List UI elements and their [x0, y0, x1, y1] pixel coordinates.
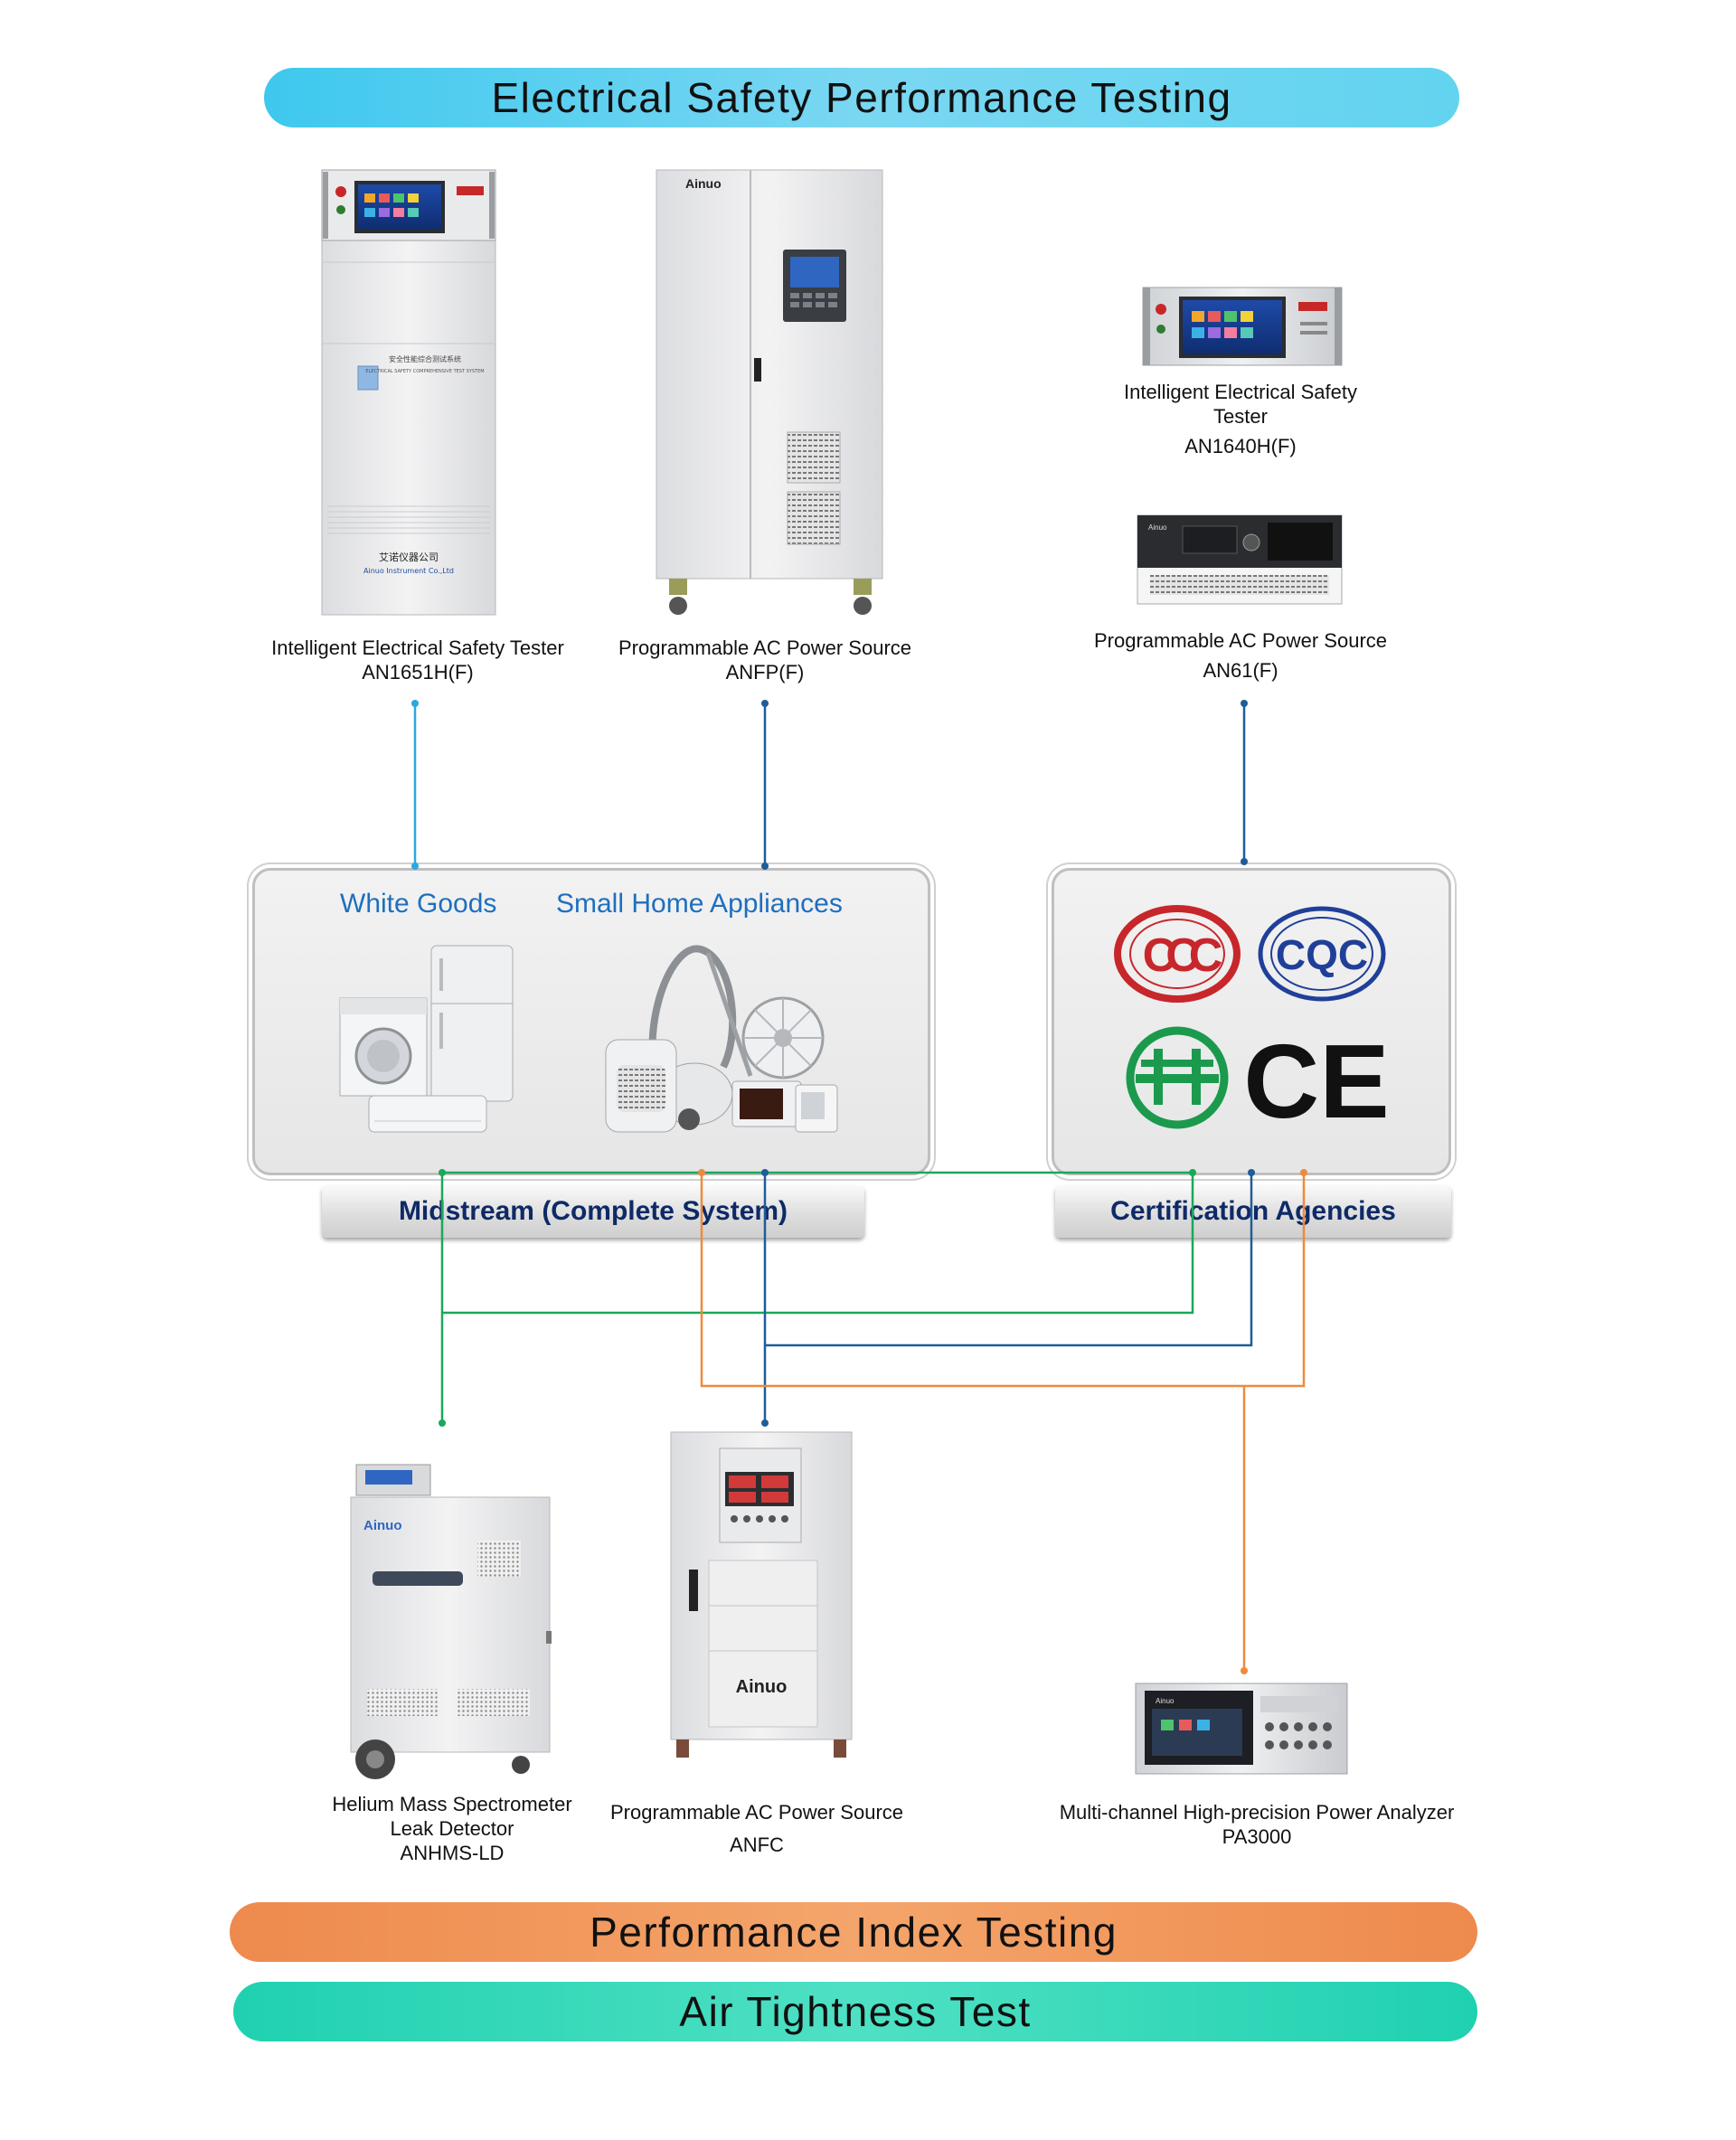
pa3000-model: PA3000 [1222, 1825, 1292, 1848]
an1651-name: Intelligent Electrical Safety Tester [271, 636, 564, 659]
white-goods-label: White Goods [340, 889, 497, 919]
an1651-maker-cn: 艾诺仪器公司 [379, 551, 439, 563]
pa3000-device-image: Ainuo [1135, 1683, 1348, 1775]
banner-electrical-safety-label: Electrical Safety Performance Testing [491, 74, 1232, 121]
cqc-logo: CQC [1258, 906, 1386, 1002]
anhms-device-image: Ainuo [350, 1464, 552, 1779]
banner-performance-label: Performance Index Testing [590, 1909, 1118, 1956]
an61-caption: Programmable AC Power Source AN61(F) [1060, 628, 1421, 683]
anhms-model: ANHMS-LD [400, 1842, 505, 1864]
an1640-caption: Intelligent Electrical Safety Tester AN1… [1060, 380, 1421, 458]
small-home-appliances-label: Small Home Appliances [556, 889, 843, 919]
an1651-front-cn: 安全性能综合测试系统 [389, 354, 461, 363]
small-appliances-image [605, 945, 838, 1133]
an1640-device-image [1142, 287, 1343, 366]
pa3000-name: Multi-channel High-precision Power Analy… [1059, 1801, 1455, 1824]
banner-performance-index: Performance Index Testing [230, 1902, 1477, 1962]
an61-model: AN61(F) [1203, 659, 1278, 682]
connector-orange [700, 1173, 1306, 1671]
ccc-logo: CCC [1114, 905, 1241, 1003]
pa3000-caption: Multi-channel High-precision Power Analy… [1031, 1800, 1483, 1849]
ce-logo-text: CE [1243, 1023, 1389, 1140]
banner-air-tightness: Air Tightness Test [233, 1982, 1477, 2041]
an1651-model: AN1651H(F) [362, 661, 474, 683]
connector-blue [763, 1173, 1253, 1423]
an61-device-image: Ainuo [1137, 514, 1343, 605]
midstream-tab: Midstream (Complete System) [322, 1185, 864, 1238]
anfp-caption: Programmable AC Power Source ANFP(F) [584, 636, 946, 684]
banner-electrical-safety: Electrical Safety Performance Testing [264, 68, 1459, 127]
anfc-model: ANFC [730, 1834, 784, 1856]
green-cert-logo [1126, 1026, 1229, 1129]
anfc-cabinet-image: Ainuo [670, 1431, 853, 1758]
anhms-brand: Ainuo [363, 1518, 402, 1533]
white-goods-image [339, 945, 514, 1133]
an61-name: Programmable AC Power Source [1093, 629, 1388, 652]
anfc-name: Programmable AC Power Source [609, 1801, 904, 1824]
anfc-brand: Ainuo [736, 1677, 788, 1697]
anfp-model: ANFP(F) [725, 661, 805, 683]
ce-logo: CE [1243, 1023, 1389, 1140]
ccc-logo-text: CCC [1143, 929, 1222, 982]
connector-green [440, 1171, 1194, 1423]
certification-tab-label: Certification Agencies [1110, 1196, 1396, 1226]
an1651-cabinet-image: 安全性能综合测试系统 ELECTRICAL SAFETY COMPREHENSI… [321, 169, 496, 616]
an61-brand: Ainuo [1148, 523, 1167, 532]
cqc-logo-text: CQC [1276, 931, 1368, 978]
certification-tab: Certification Agencies [1055, 1185, 1451, 1238]
anhms-caption: Helium Mass Spectrometer Leak Detector A… [271, 1792, 633, 1865]
an1640-name-line2: Tester [1213, 405, 1268, 428]
an1651-front-en: ELECTRICAL SAFETY COMPREHENSIVE TEST SYS… [365, 369, 484, 374]
banner-air-label: Air Tightness Test [679, 1988, 1032, 2035]
an1651-maker-en: Ainuo Instrument Co.,Ltd [363, 567, 454, 575]
anhms-name-line2: Leak Detector [390, 1817, 514, 1840]
connector-an1651 [411, 700, 419, 870]
an1640-model: AN1640H(F) [1184, 435, 1297, 457]
connector-an61 [1241, 700, 1248, 865]
an1651-caption: Intelligent Electrical Safety Tester AN1… [237, 636, 599, 684]
pa3000-brand: Ainuo [1156, 1697, 1175, 1705]
an1640-name: Intelligent Electrical Safety [1123, 381, 1358, 403]
anhms-name: Helium Mass Spectrometer [332, 1793, 572, 1815]
anfp-cabinet-image: Ainuo [656, 169, 883, 615]
anfc-caption: Programmable AC Power Source ANFC [576, 1800, 938, 1857]
midstream-tab-label: Midstream (Complete System) [398, 1196, 788, 1226]
anfp-name: Programmable AC Power Source [618, 636, 912, 659]
connector-anfp [761, 700, 769, 870]
anfp-brand: Ainuo [685, 176, 722, 191]
